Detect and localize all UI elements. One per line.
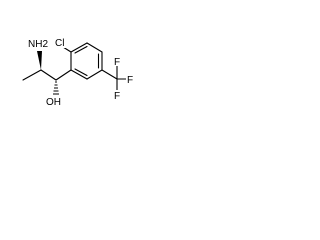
amine-label: NH2 — [28, 39, 48, 50]
bond-c2-ring — [55, 69, 72, 81]
hydroxyl-label: OH — [46, 97, 61, 108]
bond-methyl — [22, 69, 42, 81]
fluorine-top-label: F — [114, 57, 120, 68]
benzene-ring — [70, 42, 103, 80]
wedge-bond-amine — [37, 51, 42, 70]
chlorine-label: Cl — [55, 38, 64, 49]
fluorine-right-label: F — [127, 75, 133, 86]
fluorine-bottom-label: F — [114, 91, 120, 102]
molecule-structure-diagram: NH2 OH Cl F F F — [22, 37, 134, 108]
bond-c1-c2 — [40, 69, 57, 81]
cf3-bonds — [116, 65, 128, 91]
bond-ring-cf3 — [101, 69, 118, 80]
hash-bond-hydroxyl — [53, 81, 59, 95]
